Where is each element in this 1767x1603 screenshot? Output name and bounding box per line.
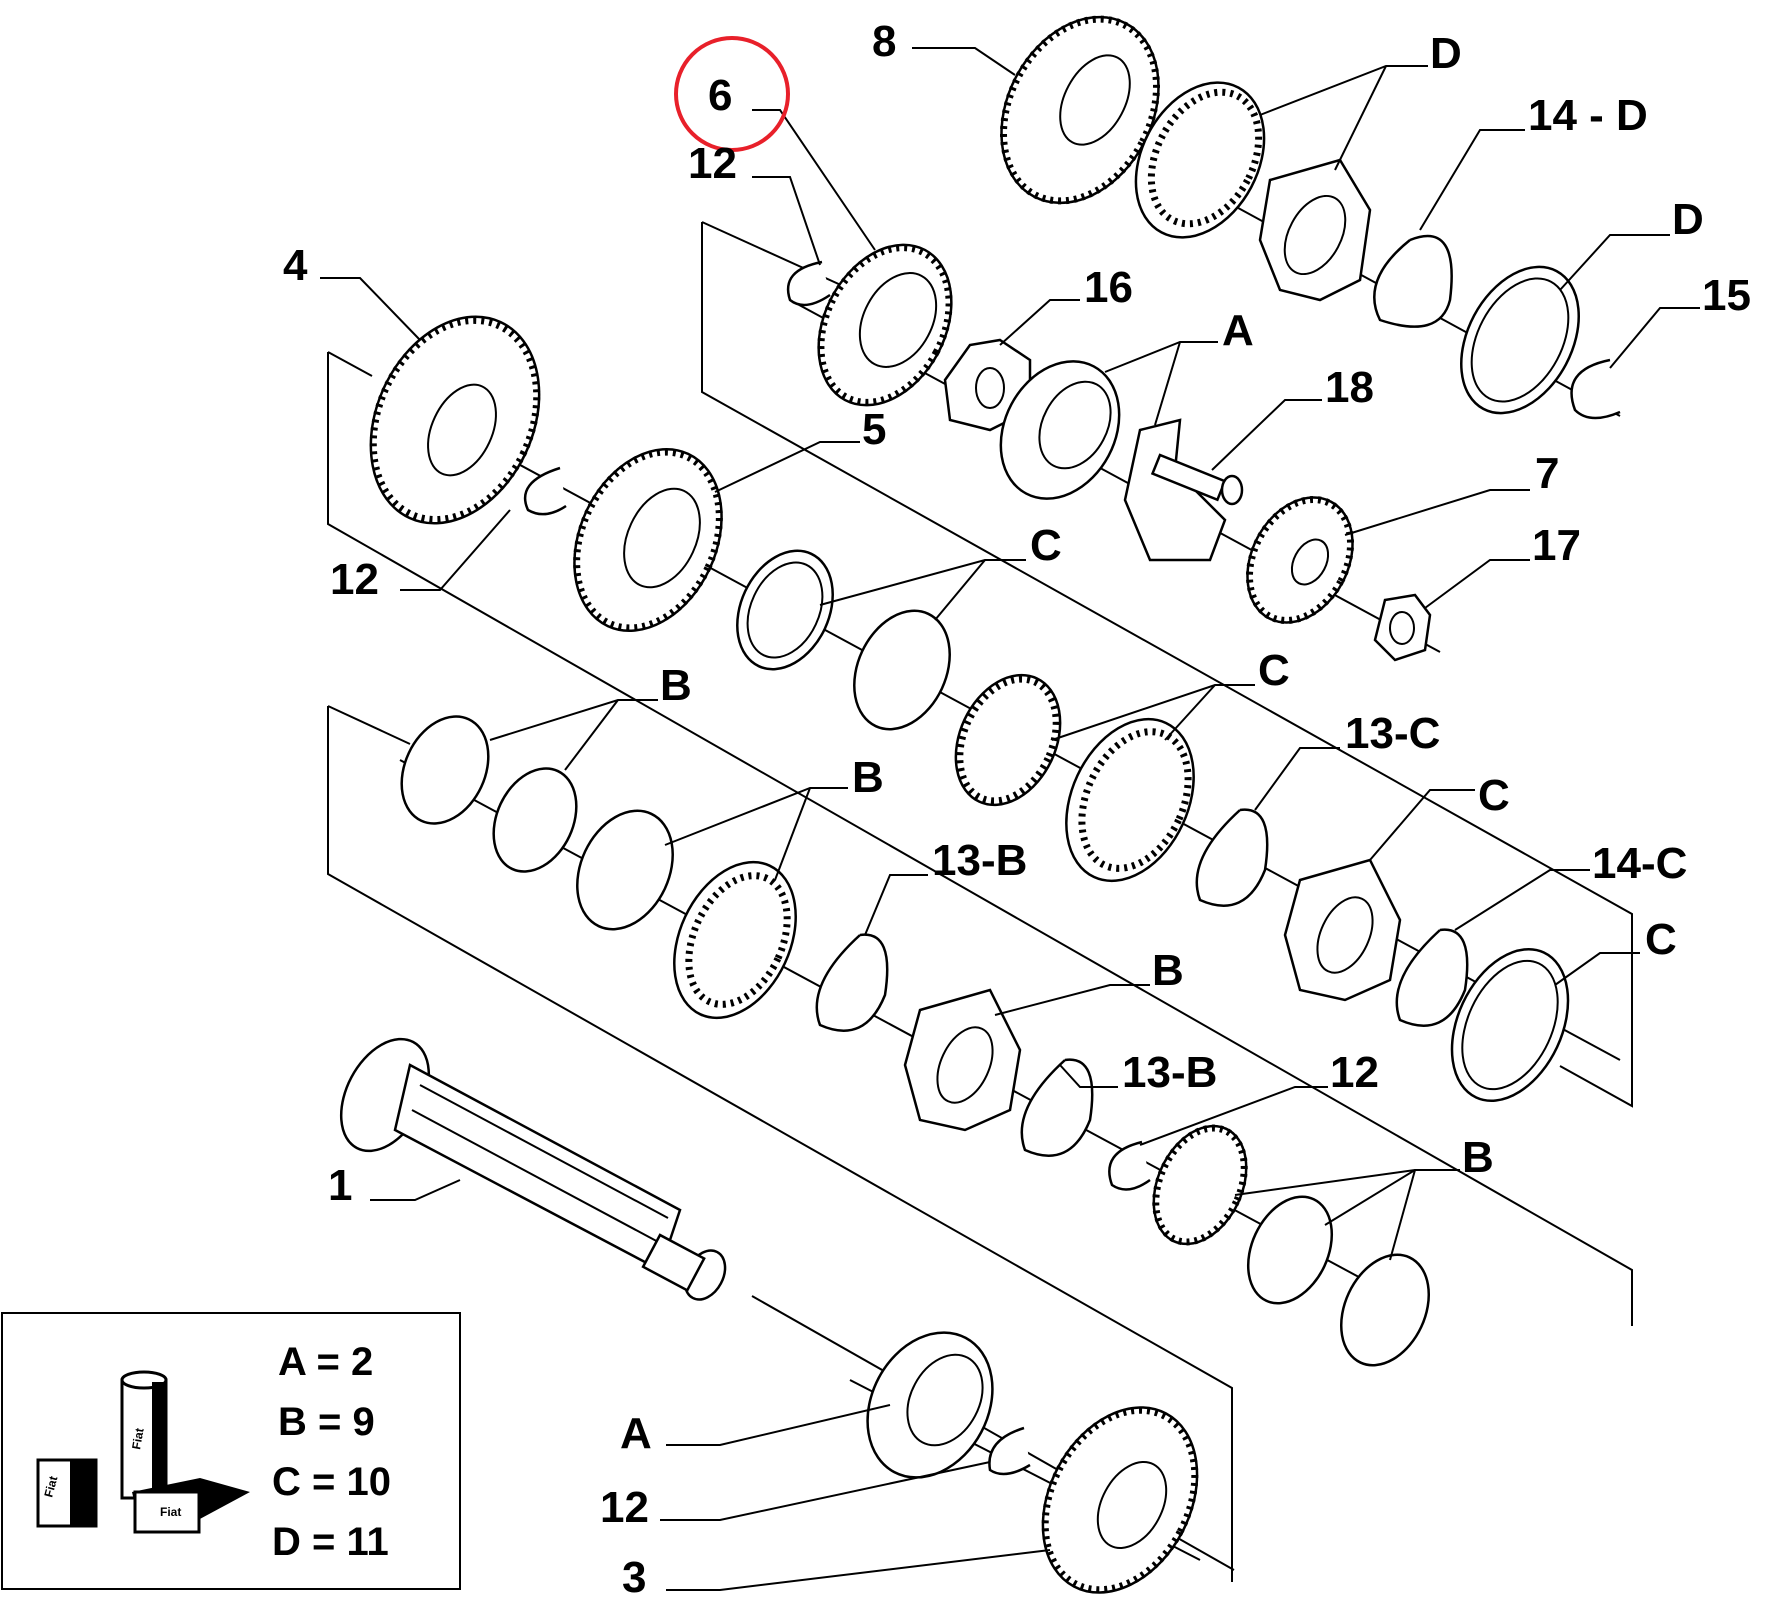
label-a-1: A <box>1222 306 1254 355</box>
label-c-4: C <box>1645 915 1677 964</box>
label-7: 7 <box>1535 449 1559 498</box>
part-d-ring-1 <box>1134 81 1266 239</box>
part-17-nut <box>1373 593 1432 662</box>
part-7-gear <box>1245 496 1355 624</box>
label-1: 1 <box>328 1161 352 1210</box>
part-labels: 8 6 12 D 14 - D D 15 4 16 A 18 5 7 17 12… <box>283 17 1751 1602</box>
label-12-right: 12 <box>1330 1048 1379 1097</box>
part-1-shaft <box>339 1037 727 1301</box>
part-5-gear <box>573 447 723 633</box>
legend-row-b: B = 9 <box>278 1400 375 1444</box>
label-18: 18 <box>1325 363 1374 412</box>
label-15: 15 <box>1702 271 1751 320</box>
leader-lines <box>320 47 1700 1591</box>
part-12-clip-top <box>786 260 831 307</box>
label-12-top: 12 <box>688 139 737 188</box>
label-4: 4 <box>283 241 308 290</box>
part-a-bearing-bottom <box>866 1331 994 1479</box>
part-a-fork <box>1123 418 1227 562</box>
label-13-b-2: 13-B <box>1122 1048 1217 1097</box>
legend-row-a: A = 2 <box>278 1340 373 1384</box>
group-outlines <box>327 221 1633 1582</box>
part-6-gear <box>817 243 953 407</box>
logo-text-box: Fiat <box>41 1475 60 1499</box>
part-13b-clip-2 <box>1020 1058 1094 1157</box>
label-13-b-1: 13-B <box>932 836 1027 885</box>
part-b-rings-lower <box>1152 1124 1431 1367</box>
part-8-gear <box>1000 15 1160 205</box>
label-c-2: C <box>1258 646 1290 695</box>
part-d-ring-2 <box>1460 265 1580 415</box>
part-12-clip-4 <box>523 466 567 516</box>
part-c-rings <box>736 549 1195 883</box>
part-d-hub <box>1258 158 1372 302</box>
label-c-1: C <box>1030 521 1062 570</box>
label-c-3: C <box>1478 771 1510 820</box>
label-d-2: D <box>1672 195 1704 244</box>
part-c-ring-right <box>1450 947 1570 1103</box>
label-14-c: 14-C <box>1592 839 1687 888</box>
highlight-circle <box>674 36 790 152</box>
label-12-bottom: 12 <box>600 1483 649 1532</box>
part-13b-clip-1 <box>815 933 889 1032</box>
part-12-clip-bottom <box>988 1426 1031 1476</box>
part-a-bearing-top <box>999 360 1121 500</box>
part-c-hub <box>1283 858 1402 1002</box>
part-15-clip <box>1570 358 1621 420</box>
label-3: 3 <box>622 1553 646 1602</box>
label-16: 16 <box>1084 263 1133 312</box>
part-3-gear <box>1041 1406 1199 1594</box>
label-13-c: 13-C <box>1345 709 1440 758</box>
part-14d-clip <box>1373 234 1453 328</box>
label-b-4: B <box>1462 1133 1494 1182</box>
label-14-d: 14 - D <box>1528 91 1648 140</box>
part-14c-clip <box>1395 928 1469 1027</box>
part-b-hub <box>903 988 1022 1132</box>
label-17: 17 <box>1532 521 1581 570</box>
part-18-bolt <box>1150 453 1244 506</box>
fiat-lubricant-logo: Fiat Fiat Fiat <box>36 1370 250 1534</box>
label-12-left: 12 <box>330 555 379 604</box>
label-d-1: D <box>1430 29 1462 78</box>
label-b-3: B <box>1152 946 1184 995</box>
part-13c-clip <box>1195 808 1269 907</box>
label-5: 5 <box>862 405 886 454</box>
part-12-clip-b <box>1108 1140 1151 1191</box>
label-b-1: B <box>660 661 692 710</box>
label-6: 6 <box>708 71 732 120</box>
legend-box: Fiat Fiat Fiat A = 2 B = 9 C = 10 D = 11 <box>1 1312 461 1590</box>
legend-row-c: C = 10 <box>272 1460 391 1504</box>
label-a-2: A <box>620 1409 652 1458</box>
legend-row-d: D = 11 <box>272 1520 389 1564</box>
logo-text-can: Fiat <box>129 1427 146 1450</box>
label-8: 8 <box>872 17 896 66</box>
part-b-rings <box>400 715 797 1020</box>
label-b-2: B <box>852 753 884 802</box>
part-4-gear <box>369 315 541 525</box>
logo-text-tin: Fiat <box>160 1505 181 1519</box>
